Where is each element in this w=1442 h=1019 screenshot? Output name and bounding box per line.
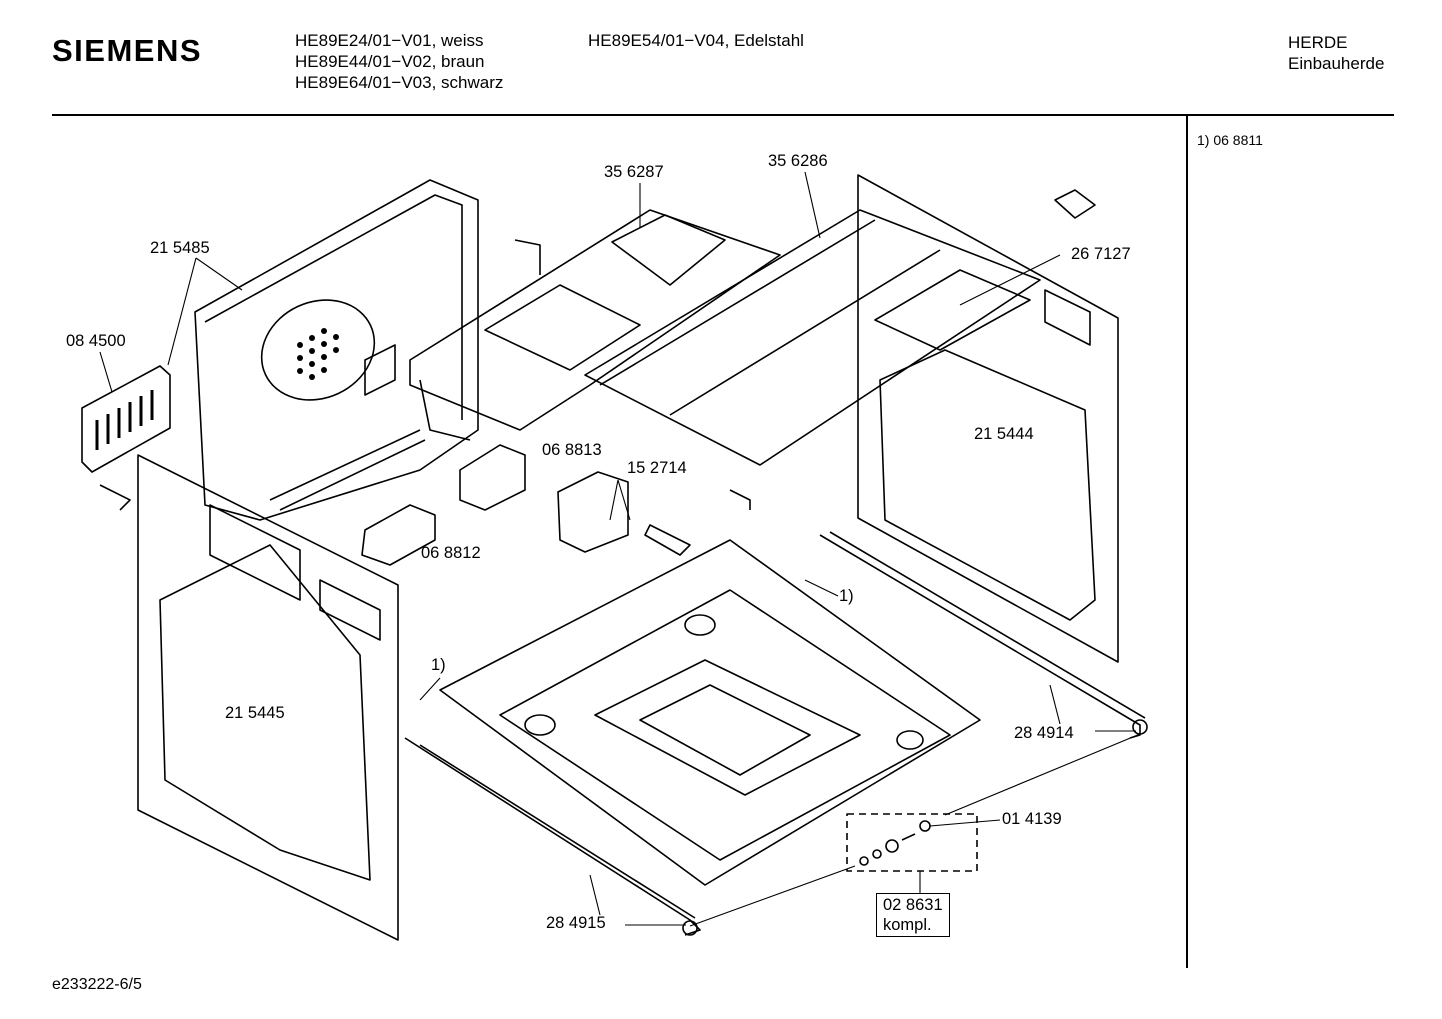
model-line: HE89E54/01−V04, Edelstahl xyxy=(588,31,804,50)
top-cover xyxy=(409,209,781,441)
notes-divider xyxy=(1186,116,1188,968)
part-label: 35 6287 xyxy=(604,163,664,181)
model-line: HE89E64/01−V03, schwarz xyxy=(295,73,504,92)
bottom-panel xyxy=(439,539,981,886)
header-divider xyxy=(52,114,1394,116)
model-line: HE89E44/01−V02, braun xyxy=(295,52,485,71)
footnote-ref: 1) xyxy=(431,656,446,674)
part-label: 08 4500 xyxy=(66,332,126,350)
part-label: 06 8812 xyxy=(421,544,481,562)
kit-label: 02 8631 kompl. xyxy=(876,893,950,937)
top-cover-steel xyxy=(584,189,1096,466)
footnote-ref: 1) xyxy=(839,587,854,605)
part-label: 21 5445 xyxy=(225,704,285,722)
part-label: 21 5444 xyxy=(974,425,1034,443)
part-label: 28 4914 xyxy=(1014,724,1074,742)
part-label: 06 8813 xyxy=(542,441,602,459)
document-id: e233222-6/5 xyxy=(52,976,142,993)
category-label: HERDE Einbauherde xyxy=(1288,32,1384,74)
model-list-1: HE89E24/01−V01, weiss HE89E44/01−V02, br… xyxy=(295,30,503,93)
right-side-panel xyxy=(857,174,1119,663)
category-main: HERDE xyxy=(1288,33,1348,52)
kit-note: kompl. xyxy=(883,916,932,934)
category-sub: Einbauherde xyxy=(1288,54,1385,73)
part-label: 28 4915 xyxy=(546,914,606,932)
kit-part-number: 02 8631 xyxy=(883,896,943,914)
model-line: HE89E24/01−V01, weiss xyxy=(295,31,484,50)
part-label: 15 2714 xyxy=(627,459,687,477)
footnote: 1) 06 8811 xyxy=(1197,132,1263,148)
siemens-logo: SIEMENS xyxy=(52,33,203,68)
part-label: 26 7127 xyxy=(1071,245,1131,263)
runner-rails xyxy=(404,531,1148,936)
left-side-panel xyxy=(137,454,399,941)
leader-lines xyxy=(99,171,1141,927)
part-label: 21 5485 xyxy=(150,239,210,257)
model-list-2: HE89E54/01−V04, Edelstahl xyxy=(588,30,804,51)
kit-group-box xyxy=(846,813,978,872)
vent-grille xyxy=(81,365,171,511)
exploded-view-drawing xyxy=(81,171,1148,941)
fan-brackets xyxy=(361,444,751,566)
part-label: 35 6286 xyxy=(768,152,828,170)
part-label: 01 4139 xyxy=(1002,810,1062,828)
rear-panel xyxy=(194,179,479,521)
